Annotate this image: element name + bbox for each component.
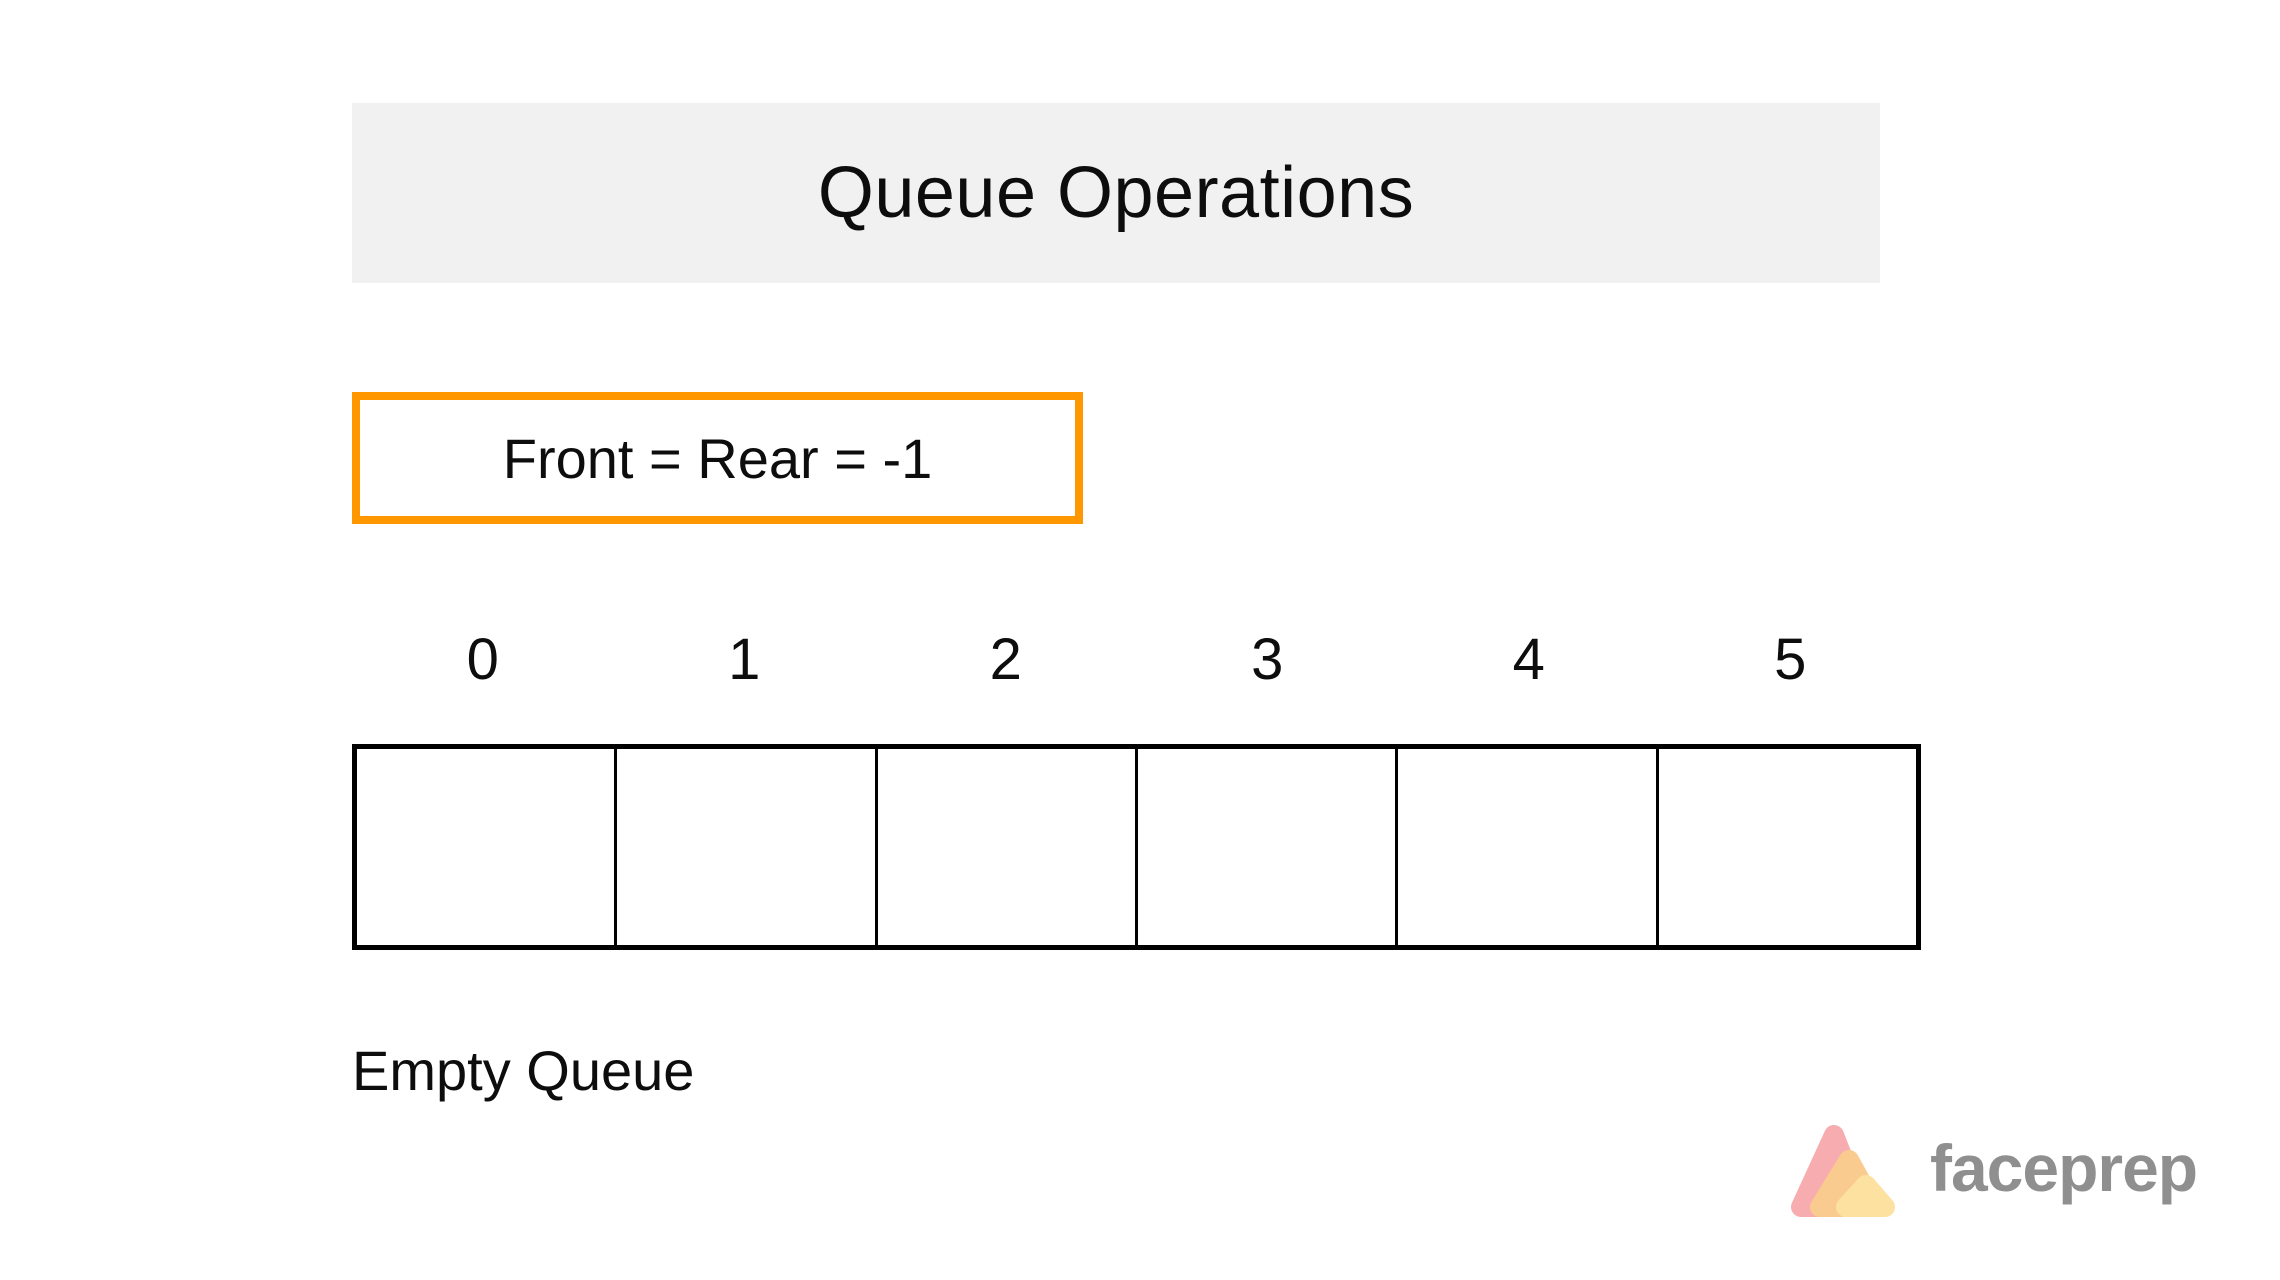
queue-index-2: 2 [989, 627, 1022, 692]
queue-cell-3 [1138, 749, 1399, 945]
queue-index-0: 0 [466, 627, 499, 692]
queue-index-row: 0 1 2 3 4 5 [352, 624, 1921, 696]
queue-cell-4 [1398, 749, 1659, 945]
queue-cell-0 [357, 749, 618, 945]
queue-caption: Empty Queue [352, 1039, 695, 1102]
queue-index-5: 5 [1774, 627, 1807, 692]
front-rear-box: Front = Rear = -1 [352, 392, 1083, 524]
page-title: Queue Operations [817, 153, 1415, 233]
title-bar: Queue Operations [352, 103, 1880, 283]
faceprep-wordmark: faceprep [1930, 1131, 2198, 1205]
queue-cell-5 [1659, 749, 1916, 945]
queue-index-3: 3 [1251, 627, 1284, 692]
queue-index-4: 4 [1512, 627, 1545, 692]
queue-cells [352, 744, 1921, 950]
front-rear-label: Front = Rear = -1 [502, 426, 933, 490]
queue-cell-1 [617, 749, 878, 945]
queue-cell-2 [878, 749, 1138, 945]
faceprep-triangle-icon [1791, 1125, 1895, 1217]
queue-index-1: 1 [728, 627, 761, 692]
faceprep-logo: faceprep [1788, 1108, 2198, 1240]
